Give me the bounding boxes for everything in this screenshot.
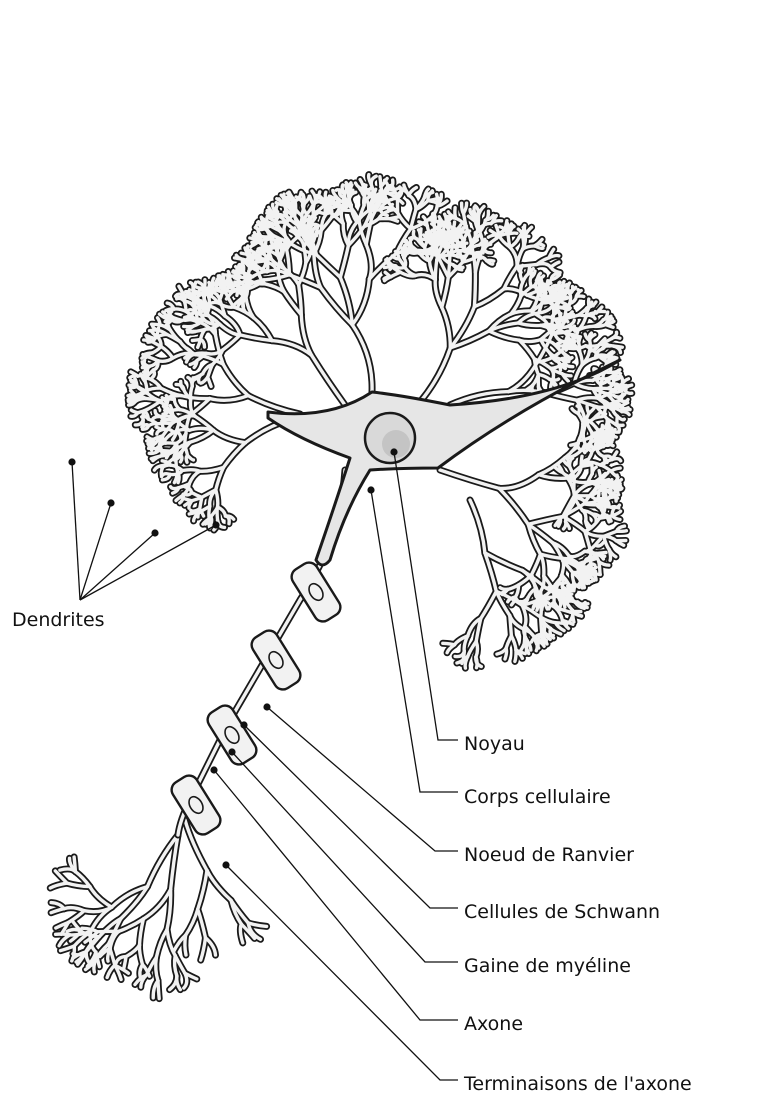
label-noyau: Noyau <box>464 733 525 755</box>
label-cellules-de-schwann: Cellules de Schwann <box>464 901 660 923</box>
schwann-cells <box>168 559 344 838</box>
schwann-cell <box>288 559 344 625</box>
label-dendrites: Dendrites <box>12 609 105 631</box>
nucleus <box>365 413 415 463</box>
label-terminaisons: Terminaisons de l'axone <box>463 1073 692 1095</box>
label-noeud-de-ranvier: Noeud de Ranvier <box>464 844 634 866</box>
label-gaine-de-myeline: Gaine de myéline <box>464 955 631 977</box>
schwann-cell <box>248 627 304 693</box>
axon-terminal-branches <box>50 820 266 999</box>
label-corps-cellulaire: Corps cellulaire <box>464 786 611 808</box>
label-axone: Axone <box>464 1013 523 1035</box>
label-leader-lines <box>68 448 458 1080</box>
